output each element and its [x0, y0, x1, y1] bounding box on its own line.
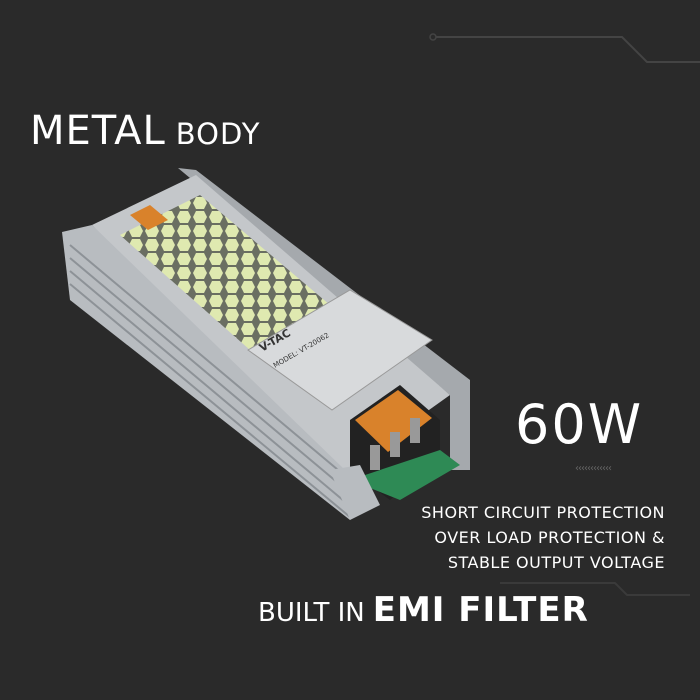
body-word: BODY: [175, 117, 261, 151]
chevrons-decoration: ‹‹‹‹‹‹‹‹‹‹‹‹: [575, 463, 612, 474]
metal-body-heading: METAL BODY: [30, 108, 260, 154]
wattage: 60W: [515, 393, 644, 456]
feature-item: SHORT CIRCUIT PROTECTION: [421, 503, 665, 522]
metal-word: METAL: [30, 108, 166, 154]
emi-highlight: EMI FILTER: [372, 590, 589, 630]
emi-prefix: BUILT IN: [258, 598, 365, 628]
feature-item: STABLE OUTPUT VOLTAGE: [447, 553, 665, 572]
feature-list: SHORT CIRCUIT PROTECTION OVER LOAD PROTE…: [421, 500, 665, 575]
feature-item: OVER LOAD PROTECTION &: [434, 528, 665, 547]
product-label: [247, 289, 433, 411]
terminal-block: [355, 390, 432, 452]
